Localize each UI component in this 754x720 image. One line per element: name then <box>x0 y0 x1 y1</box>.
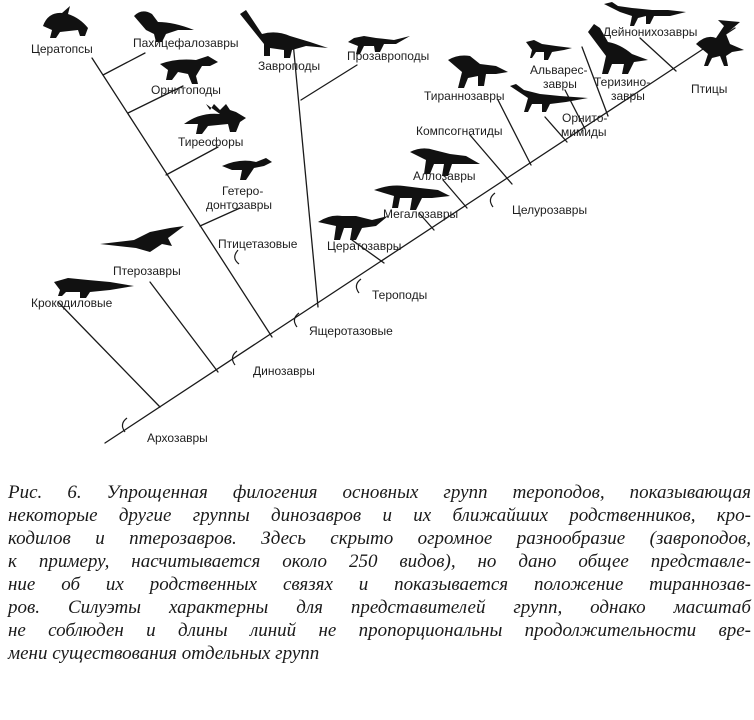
node-tick-dinosaurs <box>231 350 238 366</box>
deinonychosaur-silhouette <box>604 2 686 26</box>
label-thyreophorans: Тиреофоры <box>178 135 243 149</box>
branch-pterosaurs <box>149 281 219 373</box>
node-tick-archosaurs <box>121 417 128 433</box>
branch-tyrannosaurs <box>497 99 532 166</box>
allosaur-silhouette <box>410 148 480 176</box>
caption-line: мени существования отдельных групп <box>8 643 320 664</box>
silhouettes <box>43 2 744 298</box>
main-axis <box>104 27 736 444</box>
label-therizinosaurs-line2: завры <box>611 89 645 103</box>
label-compsognathids: Компсогнатиды <box>416 124 502 138</box>
branch-pachycephalosaurs <box>102 52 146 76</box>
branch-prosauropods <box>300 64 358 101</box>
alvarezsaur-silhouette <box>526 40 572 60</box>
pterosaur-silhouette <box>100 226 184 252</box>
prosauropod-silhouette <box>348 36 410 54</box>
label-prosauropods: Прозавроподы <box>347 49 429 63</box>
branch-ornithomimids <box>544 116 568 143</box>
heterodontosaur-silhouette <box>222 158 272 180</box>
label-therizinosaurs-line1: Теризино- <box>594 75 650 89</box>
ornithopod-silhouette <box>160 56 218 84</box>
label-ceratopsians: Цератопсы <box>31 42 93 56</box>
ceratosaur-silhouette <box>318 215 388 240</box>
node-tick-coelurosaurs <box>489 192 496 208</box>
clade-labels: Архозавры Динозавры Ящеротазовые Птицета… <box>147 203 587 445</box>
label-alvarezsaurs-line1: Альварес- <box>530 63 588 77</box>
label-ornithopods: Орнитоподы <box>151 83 221 97</box>
ornithischian-stem <box>91 57 273 338</box>
branch-megalosaurs <box>418 212 435 231</box>
branch-ornithopods <box>127 85 184 114</box>
bird-silhouette <box>696 20 744 66</box>
label-theropods: Тероподы <box>372 288 427 302</box>
taxon-labels: Цератопсы Пахицефалозавры Орнитоподы Тир… <box>31 25 727 310</box>
ceratopsian-silhouette <box>43 6 88 38</box>
caption-line: ние об их родственных связях и показывае… <box>8 574 751 595</box>
label-alvarezsaurs-line2: завры <box>543 77 577 91</box>
clade-node-ticks <box>121 192 496 433</box>
branch-therizinosaurs <box>581 46 609 117</box>
branch-saurischians <box>292 41 319 308</box>
caption-line: к примеру, насчитывается около 250 видов… <box>8 551 751 572</box>
phylogeny-diagram: Цератопсы Пахицефалозавры Орнитоподы Тир… <box>31 2 744 445</box>
therizinosaur-silhouette <box>588 24 648 74</box>
branch-alvarezsaurs <box>564 89 586 130</box>
label-ornithischians: Птицетазовые <box>218 237 298 251</box>
label-crocodilians: Крокодиловые <box>31 296 113 310</box>
label-deinonychosaurs: Дейнонихозавры <box>603 25 697 39</box>
caption-line: некоторые другие группы динозавров и их … <box>8 505 751 526</box>
branch-ceratosaurs <box>351 239 385 264</box>
sauropod-silhouette <box>240 10 328 58</box>
branch-deinonychosaurs <box>639 37 677 72</box>
branch-heterodontosaurs <box>199 207 241 227</box>
label-tyrannosaurs: Тираннозавры <box>424 89 505 103</box>
caption-line: кодилов и птерозавров. Здесь скрыто огро… <box>8 528 751 549</box>
tree-branches <box>57 27 736 444</box>
label-birds: Птицы <box>691 82 727 96</box>
node-tick-theropods <box>355 278 362 294</box>
caption-line: Рис. 6. Упрощенная филогения основных гр… <box>8 482 751 503</box>
label-ceratosaurs: Цератозавры <box>327 239 401 253</box>
label-pachycephalosaurs: Пахицефалозавры <box>133 36 239 50</box>
label-archosaurs: Архозавры <box>147 431 208 445</box>
label-megalosaurs: Мегалозавры <box>383 207 458 221</box>
tyrannosaur-silhouette <box>448 55 508 88</box>
label-dinosaurs: Динозавры <box>253 364 315 378</box>
label-heterodontosaurs-line1: Гетеро- <box>222 184 263 198</box>
thyreophoran-silhouette <box>184 104 246 134</box>
node-tick-ornithischians <box>234 249 240 265</box>
label-heterodontosaurs-line2: донтозавры <box>206 198 272 212</box>
label-sauropods: Завроподы <box>258 59 320 73</box>
figure-caption: Рис. 6. Упрощенная филогения основных гр… <box>8 481 751 665</box>
branch-allosaurs <box>442 179 468 209</box>
megalosaur-silhouette <box>374 185 450 210</box>
crocodilian-silhouette <box>54 278 134 298</box>
caption-line: ров. Силуэты характерны для представител… <box>8 597 751 618</box>
ornithomimid-silhouette <box>510 84 588 112</box>
branch-thyreophorans <box>165 146 219 176</box>
branch-crocodilians <box>57 301 161 408</box>
pachycephalosaur-silhouette <box>134 11 194 42</box>
branch-compsognathids <box>469 134 513 185</box>
label-ornithomimids-line2: мимиды <box>561 125 607 139</box>
caption-line: не соблюден и длины линий не пропорциона… <box>8 620 751 641</box>
label-coelurosaurs: Целурозавры <box>512 203 587 217</box>
label-saurischians: Ящеротазовые <box>309 324 393 338</box>
label-ornithomimids-line1: Орнито- <box>562 111 607 125</box>
node-tick-saurischians <box>293 312 300 328</box>
label-pterosaurs: Птерозавры <box>113 264 181 278</box>
label-allosaurs: Аллозавры <box>413 169 476 183</box>
